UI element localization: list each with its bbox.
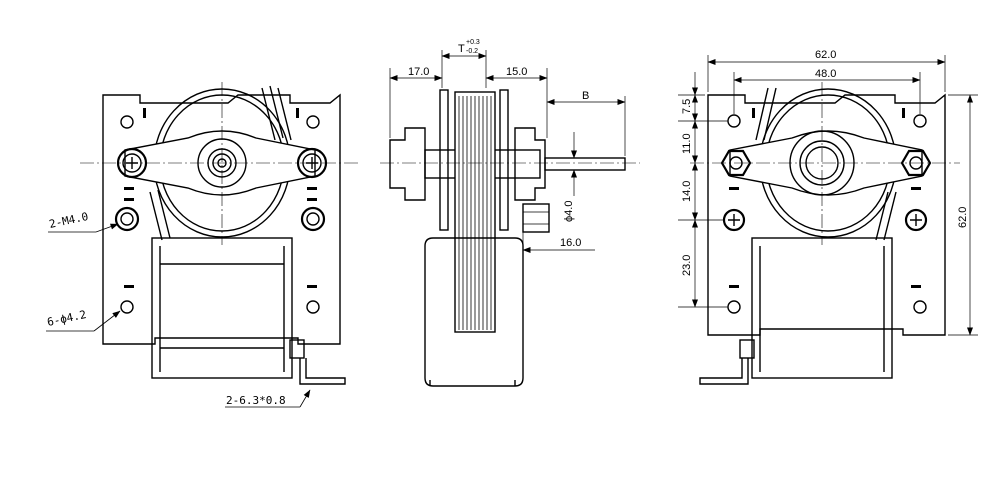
svg-text:14.0: 14.0 <box>681 181 693 202</box>
svg-text:+0.3: +0.3 <box>466 39 480 46</box>
svg-text:62.0: 62.0 <box>815 49 836 61</box>
svg-text:ϕ4.0: ϕ4.0 <box>563 201 575 222</box>
svg-text:6-ϕ4.2: 6-ϕ4.2 <box>46 308 88 329</box>
rear-view: 62.0 48.0 62.0 7.5 11.0 14.0 23.0 <box>678 49 978 385</box>
svg-text:7.5: 7.5 <box>681 99 693 114</box>
svg-text:17.0: 17.0 <box>408 66 429 78</box>
svg-text:2-M4.0: 2-M4.0 <box>48 210 90 231</box>
svg-text:-0.2: -0.2 <box>466 48 478 55</box>
screw-icon <box>904 208 928 232</box>
front-view: 2-M4.0 6-ϕ4.2 2-6.3*0.8 <box>46 82 360 408</box>
svg-text:62.0: 62.0 <box>957 207 969 228</box>
svg-text:T: T <box>458 43 465 55</box>
thread-callout: 2-M4.0 <box>48 210 119 233</box>
terminal-callout: 2-6.3*0.8 <box>225 389 311 408</box>
lamination-stack <box>458 96 492 330</box>
svg-text:11.0: 11.0 <box>681 133 693 154</box>
screw-icon <box>722 208 746 232</box>
svg-text:48.0: 48.0 <box>815 68 836 80</box>
svg-text:2-6.3*0.8: 2-6.3*0.8 <box>226 394 286 407</box>
svg-text:23.0: 23.0 <box>681 255 693 276</box>
svg-text:15.0: 15.0 <box>506 66 527 78</box>
svg-text:16.0: 16.0 <box>560 237 581 249</box>
hole-callout: 6-ϕ4.2 <box>46 308 121 332</box>
side-view: 17.0 15.0 T +0.3 -0.2 B ϕ4.0 16.0 <box>380 39 640 387</box>
svg-text:B: B <box>582 90 589 102</box>
